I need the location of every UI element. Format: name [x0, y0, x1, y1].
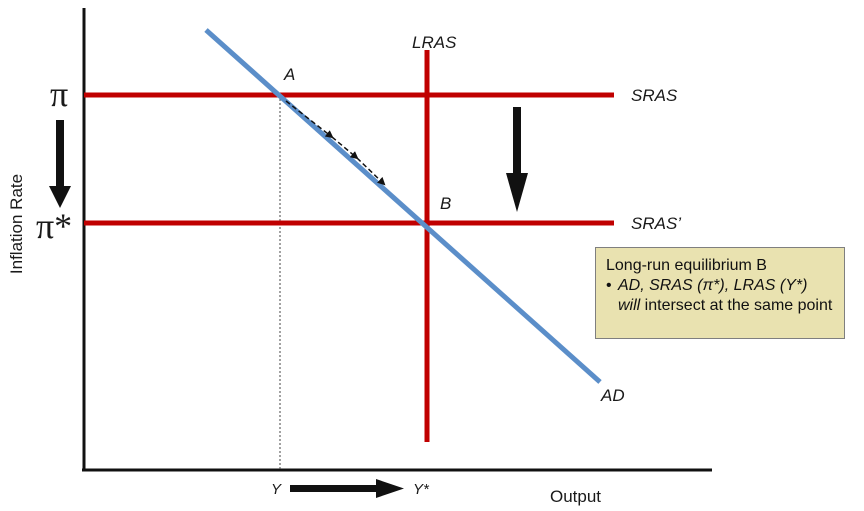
callout-rest-text: intersect at the same point	[640, 297, 833, 314]
y-axis-label: Inflation Rate	[7, 174, 26, 274]
pi-star-label: π*	[36, 206, 72, 246]
down-arrow-icon	[49, 120, 71, 208]
callout-title: Long-run equilibrium B	[606, 257, 767, 274]
lras-label: LRAS	[412, 33, 457, 52]
y-label: Y	[271, 481, 282, 498]
sras-label: SRAS	[631, 86, 678, 105]
pi-label: π	[50, 74, 68, 114]
adjustment-path	[285, 100, 386, 186]
point-b-label: B	[440, 194, 451, 213]
sras-prime-label: SRAS’	[631, 214, 681, 233]
equilibrium-callout: Long-run equilibrium B • AD, SRAS (π*), …	[595, 247, 845, 339]
bullet-dot: •	[606, 277, 612, 294]
point-a-label: A	[283, 65, 295, 84]
callout-italic-text: AD, SRAS (π*), LRAS (Y*)	[618, 277, 808, 294]
x-axis-label: Output	[550, 487, 601, 506]
callout-will-text: will	[618, 297, 641, 314]
callout-bullet-text: AD, SRAS (π*), LRAS (Y*) will intersect a…	[618, 276, 832, 316]
ad-line	[204, 28, 602, 384]
shift-down-arrow-icon	[506, 107, 528, 212]
callout-bullet-item: • AD, SRAS (π*), LRAS (Y*) will intersect…	[606, 276, 834, 316]
y-star-label: Y*	[413, 481, 430, 498]
right-arrow-icon	[290, 479, 404, 498]
ad-label: AD	[600, 386, 625, 405]
